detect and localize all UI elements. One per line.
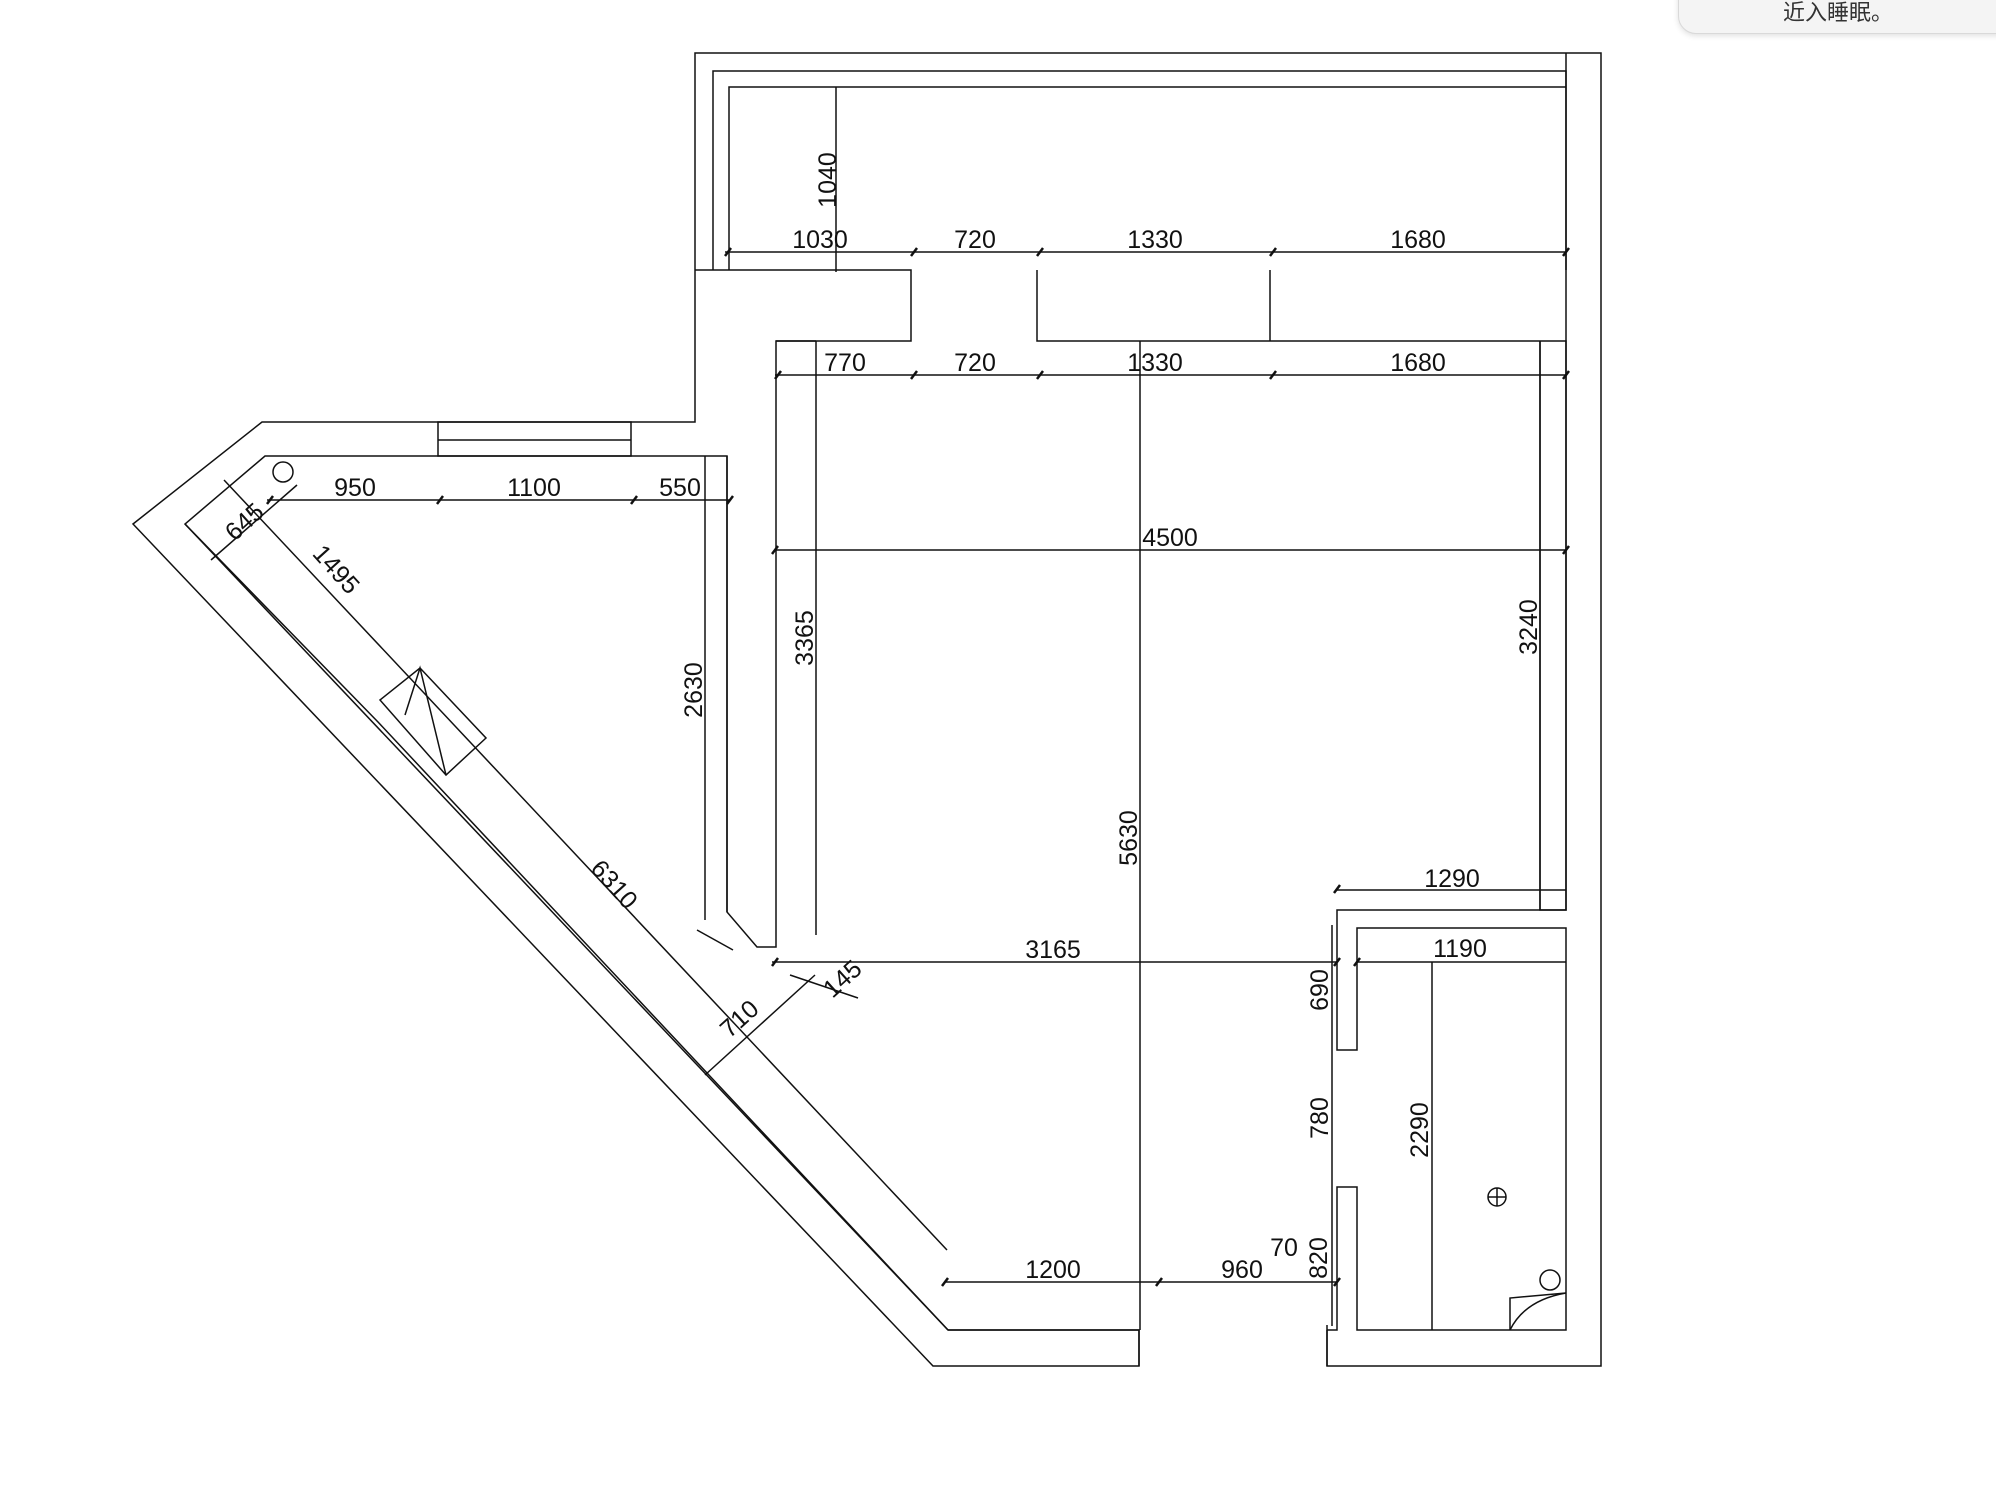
dim-label-2nd-720: 720 <box>954 349 996 377</box>
door-swing-icon <box>1509 1292 1567 1331</box>
notification-toast[interactable]: 近入睡眠。 <box>1678 0 1996 34</box>
dimension-labels: 1040 1030 720 1330 1680 770 720 1330 168… <box>220 152 1543 1284</box>
window-box-icon <box>378 665 488 777</box>
fixtures <box>272 461 1567 1331</box>
drain-circle-icon <box>272 461 294 483</box>
dim-label-960: 960 <box>1221 1256 1263 1284</box>
dim-label-top-1680: 1680 <box>1390 226 1446 254</box>
window-left <box>437 421 632 457</box>
balcony-bottom-left <box>131 269 1140 1367</box>
dim-label-820: 820 <box>1305 1237 1333 1279</box>
dim-label-2290: 2290 <box>1406 1102 1434 1158</box>
dim-label-top-1330: 1330 <box>1127 226 1183 254</box>
dim-label-1290: 1290 <box>1424 865 1480 893</box>
dim-label-6310: 6310 <box>585 855 643 915</box>
bathroom-outer <box>1327 909 1567 1331</box>
dim-label-left-1100: 1100 <box>507 474 561 502</box>
living-right-wall <box>1539 270 1567 911</box>
dim-label-1495: 1495 <box>307 540 365 600</box>
dim-label-left-950: 950 <box>334 474 376 502</box>
dim-label-2nd-1330: 1330 <box>1127 349 1183 377</box>
dim-label-70: 70 <box>1270 1234 1298 1262</box>
dimension-lines <box>210 87 1570 1330</box>
dim-label-2630: 2630 <box>680 662 708 718</box>
outer-wall-top-inner2 <box>728 86 1566 270</box>
dim-label-1040: 1040 <box>814 152 842 208</box>
dim-label-top-720: 720 <box>954 226 996 254</box>
dim-label-3165: 3165 <box>1025 936 1081 964</box>
notification-text: 近入睡眠。 <box>1783 1 1894 26</box>
dim-label-3240: 3240 <box>1515 599 1543 655</box>
dim-label-top-1030: 1030 <box>792 226 848 254</box>
dim-label-780: 780 <box>1306 1097 1334 1139</box>
walls <box>131 52 1602 1367</box>
floor-drain-icon <box>1487 1187 1507 1207</box>
dim-label-1190: 1190 <box>1433 935 1487 963</box>
dim-label-690: 690 <box>1306 969 1334 1011</box>
lower-left-guide <box>696 929 734 951</box>
dim-label-1200: 1200 <box>1025 1256 1081 1284</box>
kitchen-diag-inner <box>184 523 949 1331</box>
drain-circle-icon-bath <box>1539 1269 1561 1291</box>
dim-label-710: 710 <box>715 995 765 1044</box>
dim-label-4500: 4500 <box>1142 524 1198 552</box>
dim-label-2nd-1680: 1680 <box>1390 349 1446 377</box>
dim-label-645: 645 <box>220 498 270 547</box>
dim-label-2nd-770: 770 <box>824 349 866 377</box>
dim-label-left-550: 550 <box>659 474 701 502</box>
dim-label-3365: 3365 <box>791 610 819 666</box>
dim-label-5630: 5630 <box>1115 810 1143 866</box>
